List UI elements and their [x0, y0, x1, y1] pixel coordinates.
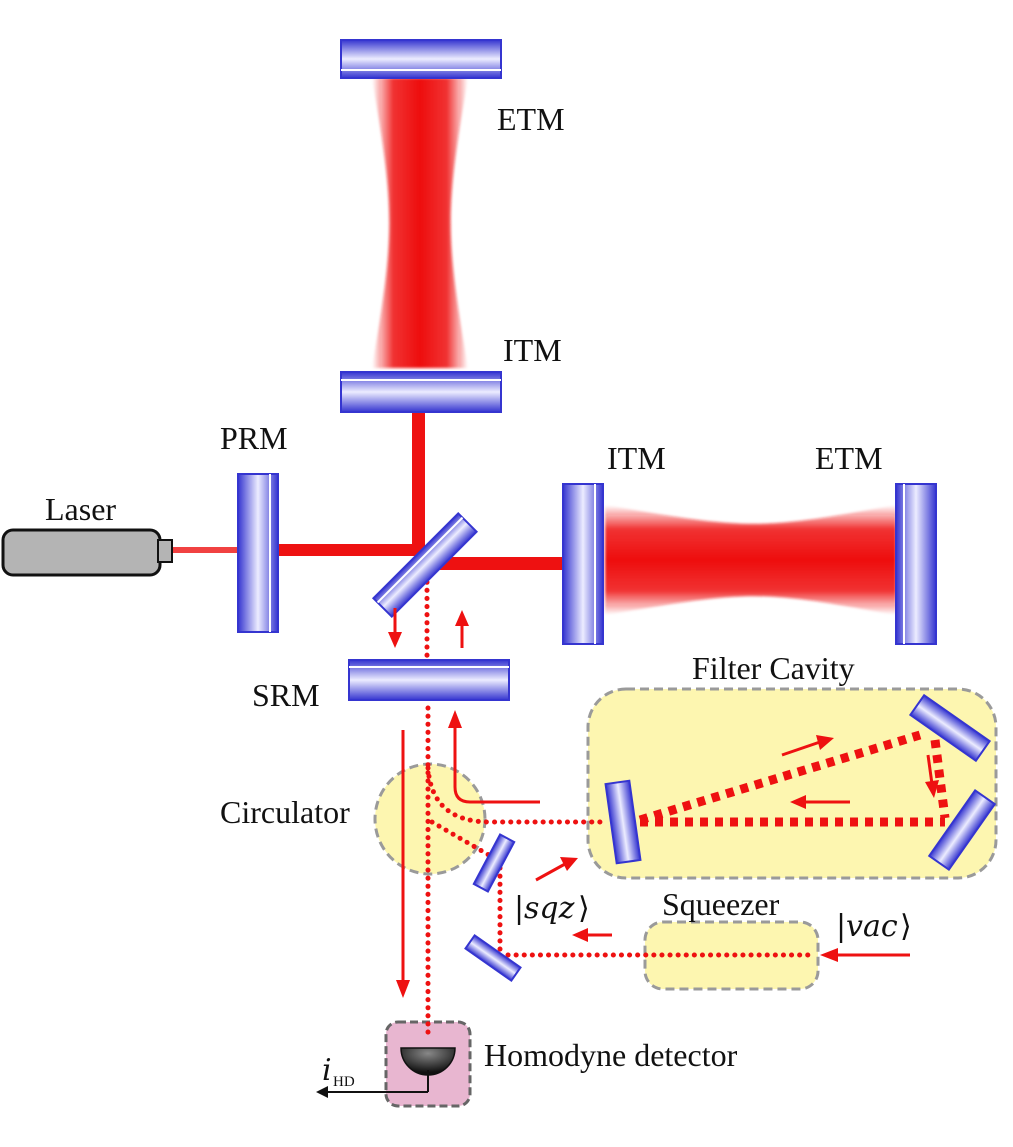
squeezed-light-path	[424, 563, 818, 1043]
fc-upper-leg	[638, 730, 922, 825]
svg-text:⟩: ⟩	[900, 909, 912, 944]
arrow-circulator-return	[448, 710, 540, 804]
beam-splitter	[371, 511, 479, 619]
arrow-vac-in	[820, 948, 910, 962]
output-subscript: HD	[333, 1074, 355, 1090]
output-symbol: i	[322, 1053, 332, 1088]
svg-text:⟩: ⟩	[578, 891, 590, 926]
squeezer-box	[643, 920, 820, 991]
flow-arrows	[388, 608, 939, 998]
label-prm: PRM	[220, 420, 288, 456]
arrow-fc-up	[781, 735, 834, 757]
horizontal-arm-link-beam	[418, 557, 568, 570]
prm-mirror	[237, 473, 279, 633]
vertical-arm-beam	[372, 78, 468, 368]
circulator-bend-dotted	[425, 765, 607, 825]
label-circulator: Circulator	[220, 794, 350, 830]
srm-mirror	[348, 659, 510, 701]
ket-sqz-text: sqz	[524, 891, 575, 926]
label-homodyne-detector: Homodyne detector	[484, 1037, 738, 1073]
photodiode-icon	[316, 1047, 456, 1098]
input-laser-beam	[172, 547, 240, 553]
filter-cavity-box	[586, 687, 998, 880]
itm-right-mirror	[562, 483, 604, 645]
arrow-down-to-detector	[396, 730, 410, 998]
label-itm-right: ITM	[607, 440, 666, 476]
ket-vac-text: vac	[846, 909, 898, 944]
label-squeezer: Squeezer	[662, 886, 780, 922]
main-beams	[172, 410, 568, 570]
filter-cavity-bottom-mirror	[927, 788, 997, 872]
label-filter-cavity: Filter Cavity	[692, 650, 855, 686]
arrow-up-from-srm	[455, 610, 469, 648]
arrow-squeezer-left	[572, 928, 612, 942]
filter-cavity-input-mirror	[604, 779, 642, 865]
arrow-fc-down	[925, 754, 939, 798]
ket-vac: | vac ⟩	[836, 909, 912, 944]
fc-right-leg	[930, 739, 950, 819]
arrow-fc-left	[790, 795, 850, 809]
squeeze-steering-mirror-upper	[472, 833, 516, 893]
label-laser: Laser	[45, 491, 116, 527]
laser	[1, 528, 173, 577]
svg-text:|: |	[836, 909, 846, 944]
label-srm: SRM	[252, 677, 320, 713]
arrow-down-to-srm	[388, 608, 402, 648]
svg-text:|: |	[514, 891, 524, 926]
filter-cavity-beam	[638, 730, 950, 827]
filter-cavity-top-mirror	[908, 693, 992, 763]
output-current-label: i HD	[322, 1053, 355, 1090]
etm-right-mirror	[895, 483, 937, 645]
label-itm-top: ITM	[503, 332, 562, 368]
etm-top-mirror	[340, 39, 502, 79]
ket-sqz: | sqz ⟩	[514, 891, 590, 926]
vertical-arm-link-beam	[412, 410, 425, 555]
label-etm-top: ETM	[497, 101, 565, 137]
horizontal-arm-beam	[605, 505, 896, 615]
label-etm-right: ETM	[815, 440, 883, 476]
arrow-sqz-up	[535, 857, 578, 882]
squeeze-steering-mirror-lower	[464, 933, 522, 983]
itm-top-mirror	[340, 371, 502, 413]
prc-beam	[278, 544, 418, 556]
